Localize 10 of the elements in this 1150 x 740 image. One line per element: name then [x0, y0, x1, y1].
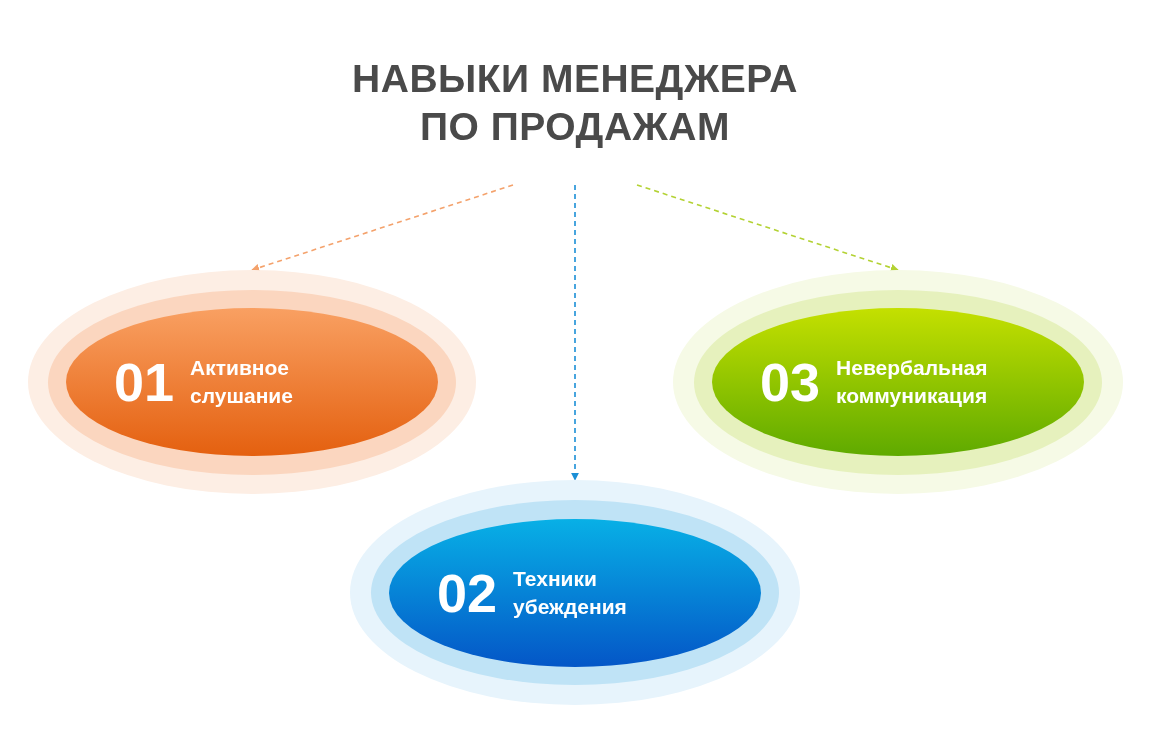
- skill-label: Активное слушание: [190, 355, 294, 409]
- heading-label: НАВЫКИ МЕНЕДЖЕРА ПО ПРОДАЖАМ: [351, 56, 799, 150]
- skill-number: 03: [759, 355, 821, 409]
- dashed-arrow: [636, 184, 899, 272]
- skill-number: 02: [436, 565, 498, 620]
- skill-label: Невербальная коммуникация: [836, 355, 989, 409]
- dashed-arrow: [251, 184, 514, 272]
- skill-label: Техники убеждения: [513, 565, 628, 620]
- skill-number: 01: [113, 355, 175, 409]
- dashed-arrow: [571, 184, 579, 481]
